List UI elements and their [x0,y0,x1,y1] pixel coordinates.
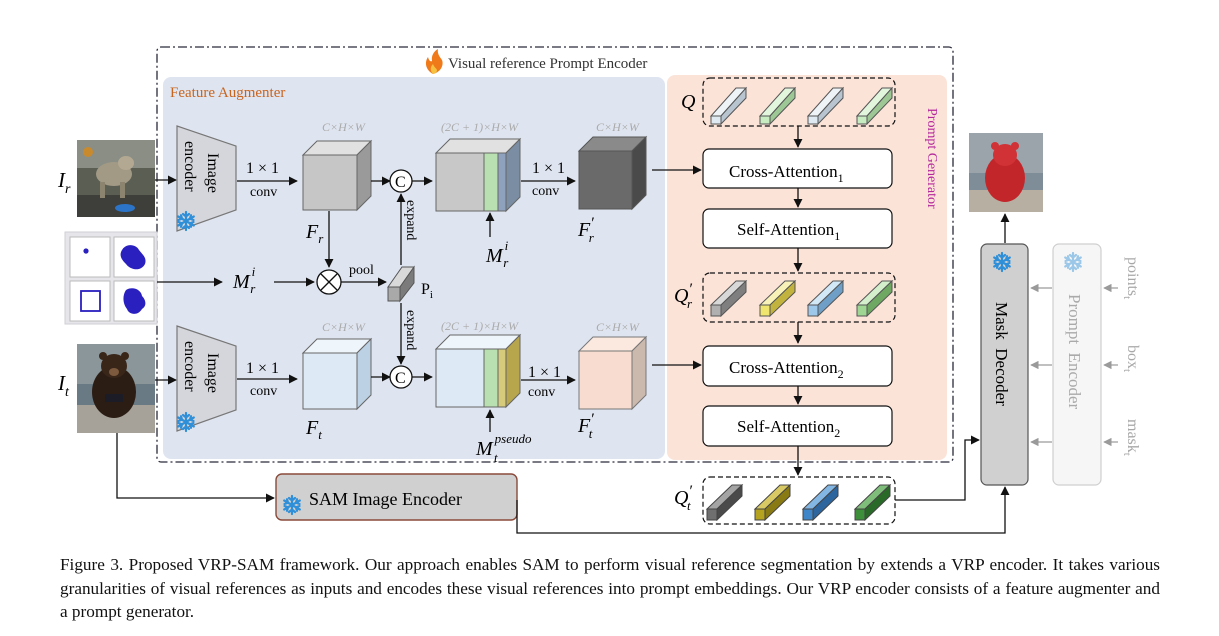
output-segmented-image [969,133,1043,212]
svg-text:Image: Image [204,153,221,193]
svg-text:C×H×W: C×H×W [596,320,640,334]
svg-text:Prompt Encoder: Prompt Encoder [1065,294,1084,410]
svg-text:pool: pool [349,263,374,278]
svg-text:Mask Decoder: Mask Decoder [992,302,1011,406]
vrp-encoder-border [156,46,954,463]
concat-cube-tgt [434,333,522,409]
feat-ref-prime-label: F′r [577,215,595,245]
caption-line-1: Figure 3. Proposed VRP-SAM framework. Ou… [60,555,984,574]
qt-embeddings [705,483,892,522]
encoder-title: Visual reference Prompt Encoder [448,56,647,72]
svg-text:Cross-Attention1: Cross-Attention1 [729,162,844,185]
point-prompt [83,248,89,254]
svg-text:1 × 1: 1 × 1 [246,360,279,377]
caption-line-2: encoder. It takes various granularities … [60,555,1160,598]
vrp-sam-framework-diagram: Visual reference Prompt Encoder Feature … [57,46,1141,534]
svg-text:1 × 1: 1 × 1 [532,160,565,177]
feature-cube-ft [301,337,373,411]
svg-text:C: C [395,370,406,387]
feat-tgt-prime-label: F′t [577,411,594,441]
svg-text:C×H×W: C×H×W [322,120,366,134]
svg-text:(2C + 1)×H×W: (2C + 1)×H×W [441,319,519,333]
prototype-bar [387,265,415,303]
svg-text:(2C + 1)×H×W: (2C + 1)×H×W [441,120,519,134]
svg-text:conv: conv [250,384,277,399]
fire-icon [425,49,443,74]
svg-text:maskt: maskt [1121,419,1141,456]
feat-tgt-label: Ft [305,417,322,442]
scribble-prompt [120,245,146,270]
prompt-generator-title: Prompt Generator [924,108,939,209]
q-embeddings [709,86,894,126]
svg-text:expand: expand [403,310,418,350]
svg-text:boxt: boxt [1121,345,1141,372]
concat-cube-ref [434,137,522,213]
augmented-cube-fr [577,135,648,211]
augmented-cube-ft [577,335,648,411]
svg-text:pointst: pointst [1121,257,1141,299]
feat-ref-label: Fr [305,221,324,246]
mask-prompt [123,288,146,314]
prototype-label: Pi [421,281,433,301]
figure-caption: Figure 3. Proposed VRP-SAM framework. Ou… [60,553,1160,624]
svg-text:conv: conv [528,385,555,400]
concat-op-tgt: C [371,365,433,389]
prompt-generator-panel [667,75,947,460]
q-label: Q [681,91,696,113]
queries-qr-box [702,272,896,323]
box-prompt [80,290,101,312]
svg-text:Self-Attention2: Self-Attention2 [737,417,840,440]
mask-decoder [980,243,1029,486]
svg-text:conv: conv [250,185,277,200]
sam-image-encoder [275,473,518,521]
svg-text:Cross-Attention2: Cross-Attention2 [729,358,844,381]
queries-q-box [702,77,896,127]
svg-text:conv: conv [532,184,559,199]
visual-reference-prompts-grid [64,231,158,325]
qr-label: Q′r [674,281,693,311]
qr-embeddings [709,279,894,318]
svg-text:C×H×W: C×H×W [322,320,366,334]
image-encoder-tgt: Image encoder [176,325,237,433]
qt-label: Q′t [674,483,692,513]
svg-text:Self-Attention1: Self-Attention1 [737,220,840,243]
reference-image [77,140,155,217]
svg-text:SAM Image Encoder: SAM Image Encoder [309,489,462,509]
concat-op-ref: C [371,169,433,193]
svg-text:1 × 1: 1 × 1 [528,364,561,381]
input-tgt-label: It [57,371,70,400]
svg-text:1 × 1: 1 × 1 [246,160,279,177]
feature-augmenter-title: Feature Augmenter [170,85,285,101]
svg-text:Image: Image [204,353,221,393]
svg-text:t: t [494,450,498,465]
svg-text:encoder: encoder [181,141,198,192]
prompt-encoder-faded [1052,243,1102,486]
caption-line-3: encoder consists of a feature augmenter … [60,578,1160,622]
target-image [77,344,155,433]
image-encoder-ref: Image encoder [176,125,237,232]
svg-text:C: C [395,174,406,191]
svg-text:expand: expand [403,200,418,240]
svg-text:encoder: encoder [181,341,198,392]
input-ref-label: Ir [57,168,71,197]
queries-qt-box [702,476,896,525]
svg-text:C×H×W: C×H×W [596,120,640,134]
feature-cube-fr [301,139,373,212]
multiply-op [316,269,342,295]
